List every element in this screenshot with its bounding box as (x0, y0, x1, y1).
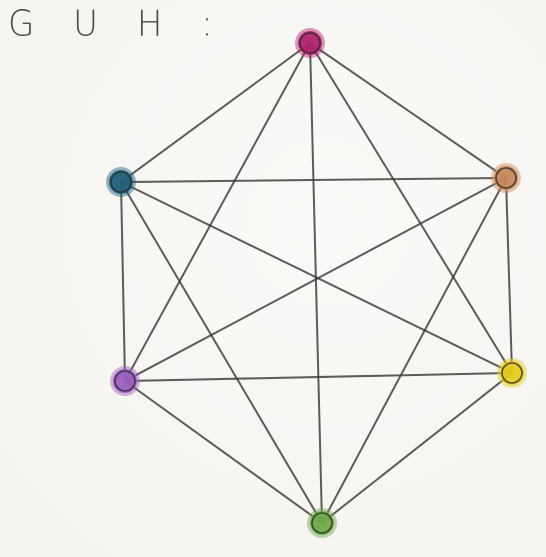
edge-top-lower-right (309, 42, 513, 374)
edge-top-upper-left (120, 42, 311, 183)
edge-upper-right-lower-right (505, 177, 513, 374)
edge-upper-left-bottom (120, 181, 323, 524)
edge-upper-right-bottom (321, 177, 507, 524)
edge-upper-left-upper-right (120, 177, 507, 183)
edge-lower-right-bottom (321, 372, 513, 524)
node-bottom (307, 508, 337, 538)
node-upper-left (106, 167, 136, 197)
edge-lower-left-lower-right (124, 372, 513, 382)
node-lower-right (497, 358, 527, 388)
edge-upper-left-lower-right (120, 181, 513, 374)
node-upper-right (491, 163, 521, 193)
edge-top-lower-left (124, 42, 311, 382)
edge-upper-right-lower-left (124, 177, 507, 382)
edge-top-bottom (309, 42, 323, 524)
nodes-group (106, 28, 527, 538)
edge-upper-left-lower-left (120, 181, 126, 382)
edge-lower-left-bottom (124, 380, 323, 524)
edges-group (120, 42, 513, 524)
graph-title: G U H : (8, 3, 227, 45)
node-top (295, 28, 325, 58)
node-lower-left (110, 366, 140, 396)
edge-top-upper-right (309, 42, 507, 179)
